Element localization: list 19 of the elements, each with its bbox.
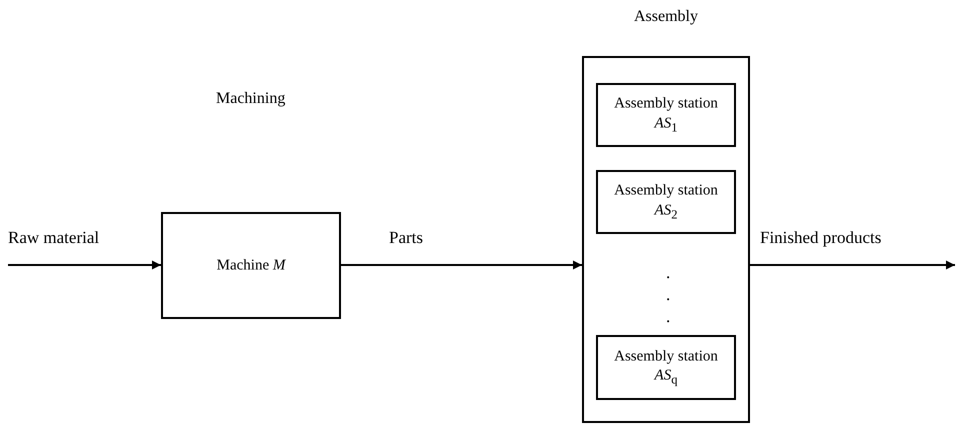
edge-label: Raw material [8, 228, 100, 248]
box-label: Assembly station AS$_{1}$ [613, 94, 719, 136]
arrow [750, 260, 955, 270]
ellipsis-dot: . [666, 263, 670, 283]
edge-label: Finished products [760, 228, 882, 248]
ellipsis-dot: . [666, 285, 670, 305]
box-label: Machine M [216, 256, 287, 275]
station-box [596, 170, 736, 234]
ellipsis-dot: . [666, 307, 670, 327]
box-label: Assembly station AS$_{q}$ [613, 347, 719, 388]
arrow [8, 260, 161, 270]
station-box [596, 83, 736, 147]
station-box [596, 335, 736, 400]
stage-heading: Machining [216, 90, 286, 108]
arrow [341, 260, 582, 270]
box-heading: Assembly [633, 8, 699, 26]
box-label: Assembly station AS$_{2}$ [613, 182, 719, 222]
process-box [161, 212, 341, 319]
edge-label: Parts [389, 228, 423, 248]
